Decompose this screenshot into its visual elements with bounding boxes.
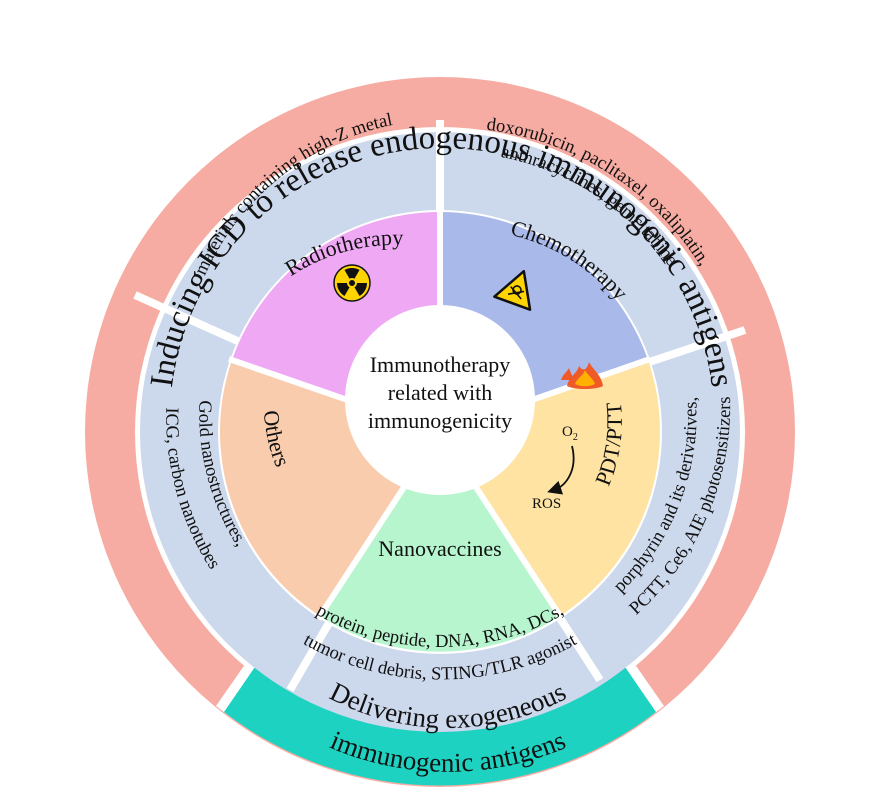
ros-label: ROS <box>532 496 561 512</box>
center-line3: immunogenicity <box>368 408 512 433</box>
nanovaccines-sector <box>320 432 560 652</box>
radiation-icon <box>333 264 371 302</box>
toxic-warning-icon <box>493 269 532 311</box>
nanovaccines-title: Nanovaccines <box>378 536 501 561</box>
center-line1: Immunotherapy <box>370 352 511 377</box>
o2-ros-reaction: O2 ROS <box>532 424 578 512</box>
reaction-arrow <box>547 445 575 495</box>
o2-label: O2 <box>562 424 578 443</box>
flame-icon <box>561 362 603 389</box>
center-line2: related with <box>388 380 492 405</box>
center-circle <box>345 305 535 495</box>
